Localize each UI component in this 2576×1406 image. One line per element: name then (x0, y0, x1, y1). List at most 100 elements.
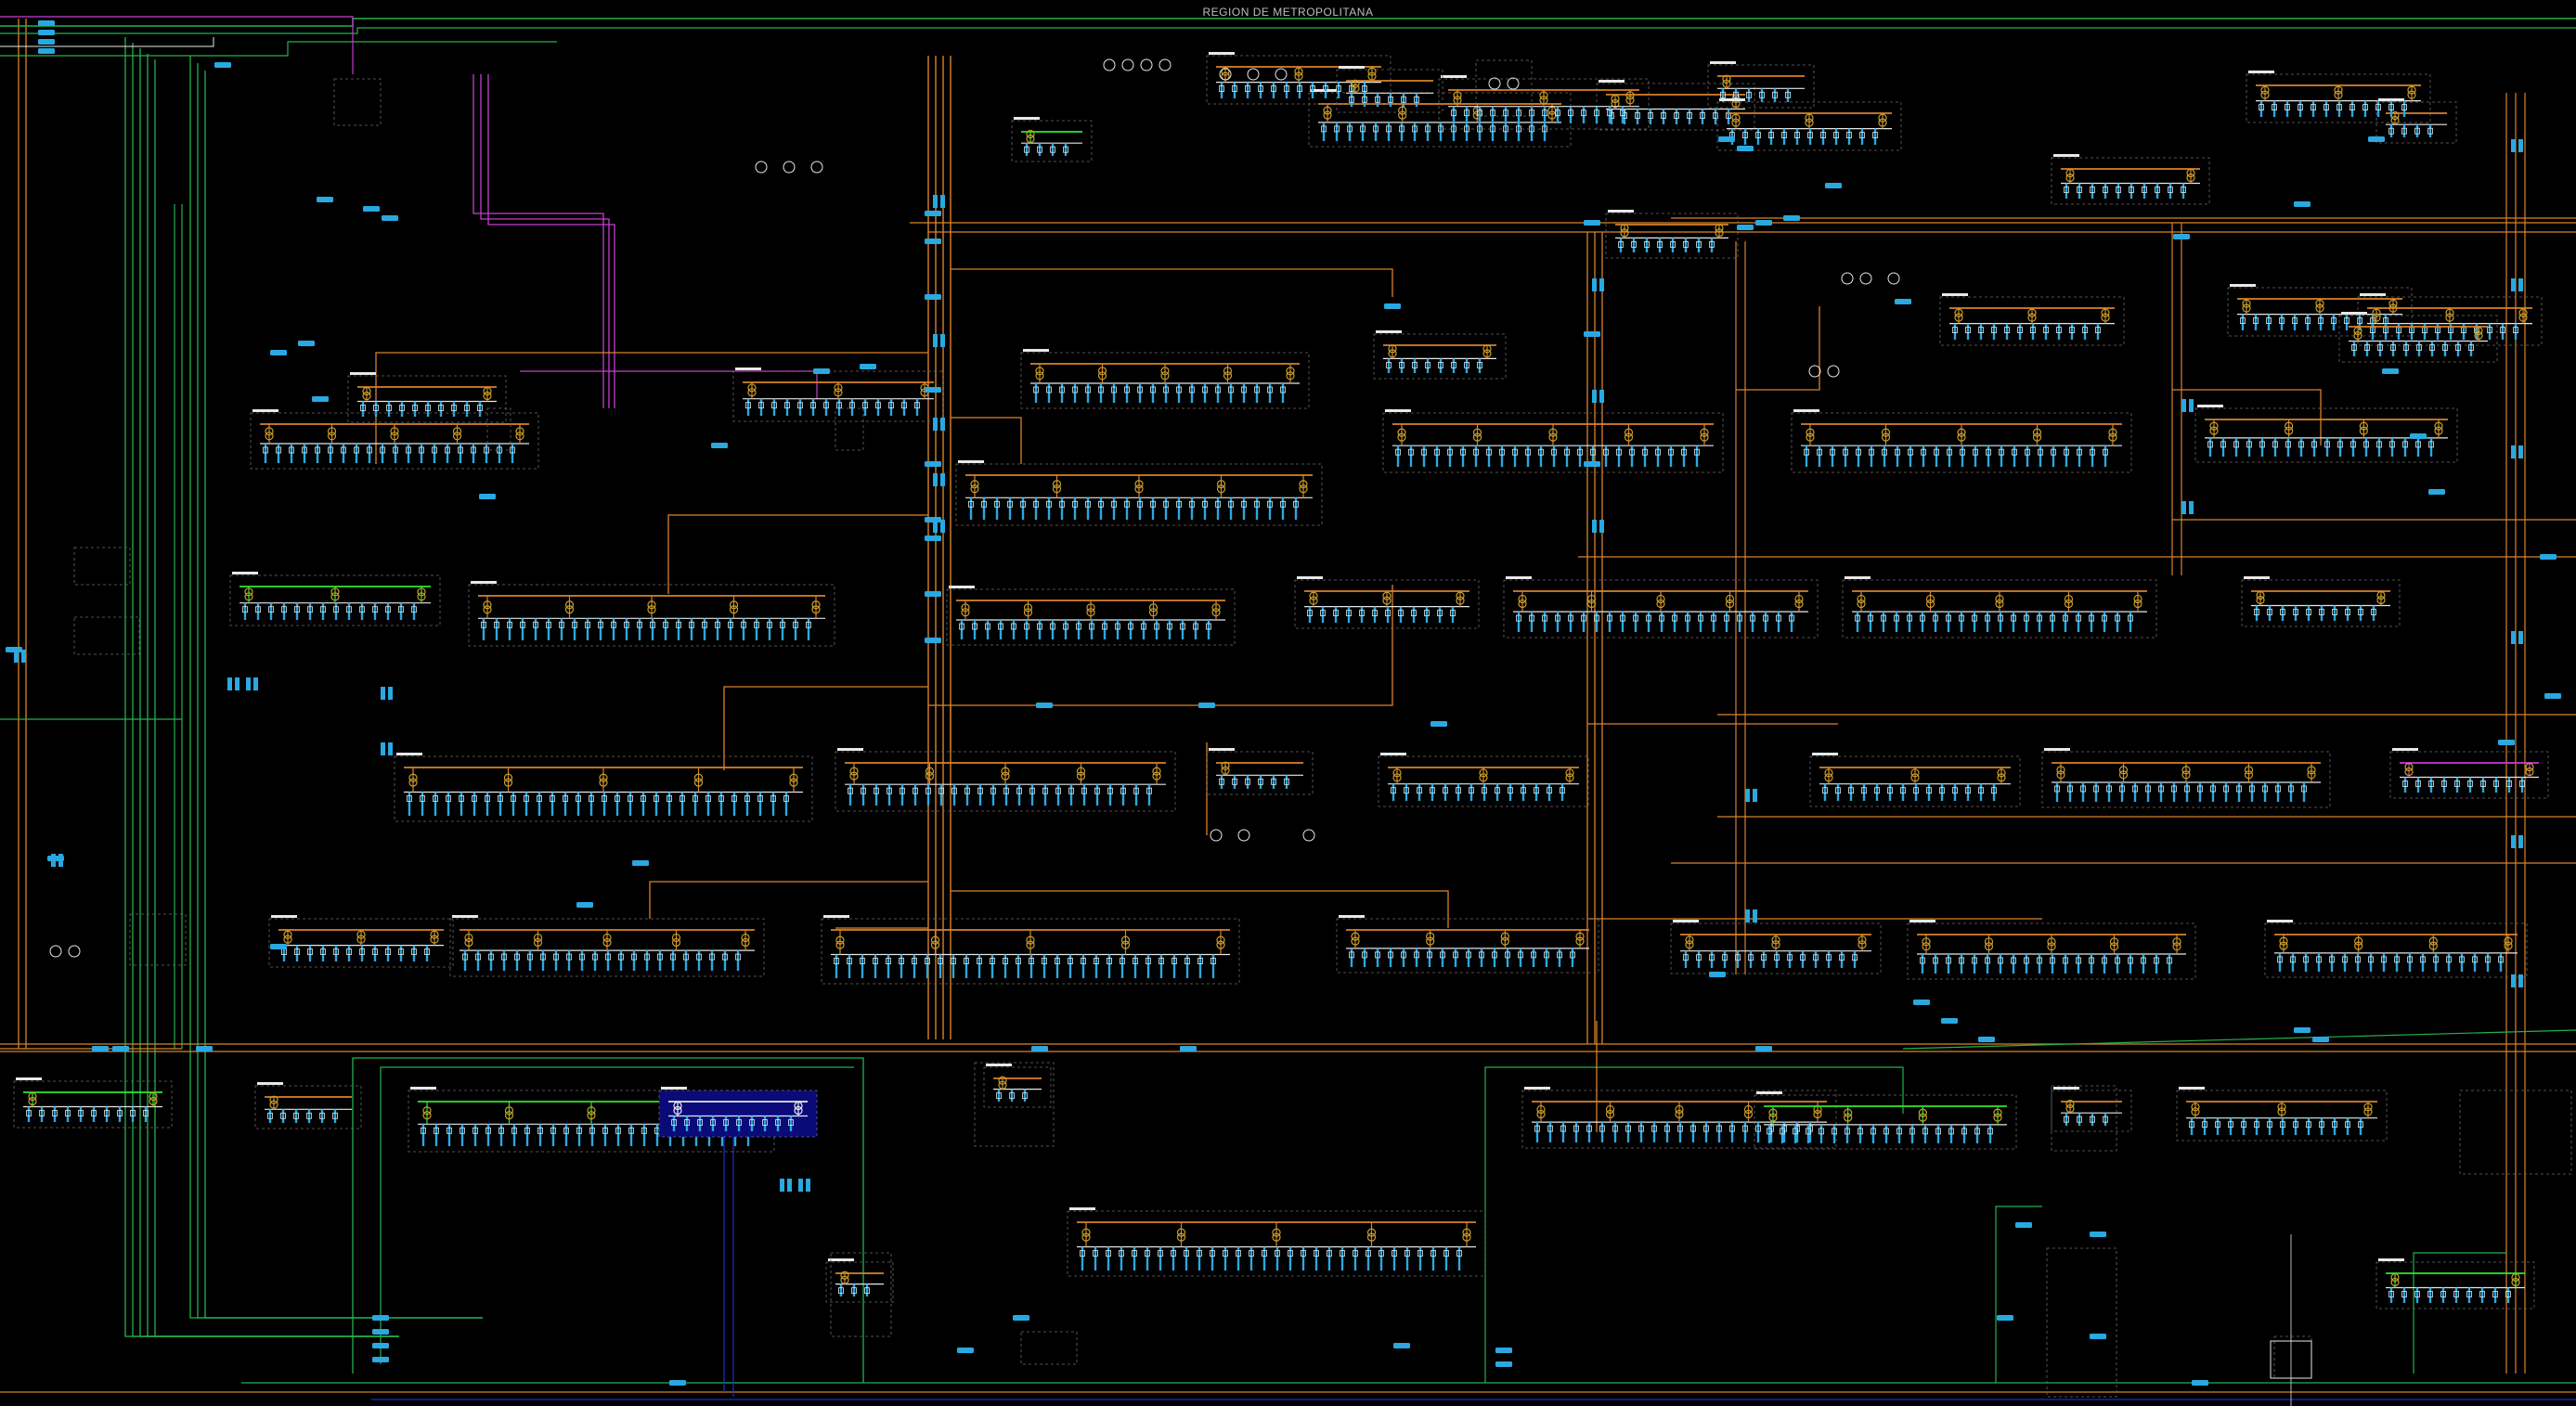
circuit-breaker-icon (2498, 956, 2504, 963)
transformer-icon (2242, 299, 2251, 308)
riser-breaker (235, 677, 239, 690)
transformer-icon (1351, 84, 1360, 93)
circuit-breaker-icon (754, 621, 759, 628)
circuit-breaker-icon (2428, 441, 2434, 448)
circuit-breaker-icon (1388, 96, 1393, 103)
transformer-icon (1323, 110, 1332, 120)
substation-label-bar (1506, 576, 1532, 579)
transformer-icon (925, 767, 935, 776)
circuit-breaker-icon (1694, 448, 1700, 456)
transformer-icon (1675, 1109, 1684, 1119)
circuit-breaker-icon (1334, 125, 1340, 133)
circuit-breaker-icon (848, 787, 853, 794)
circuit-breaker-icon (411, 948, 417, 955)
substation-label-bar (828, 1258, 854, 1261)
circuit-breaker-icon (1965, 787, 1971, 794)
circuit-breaker-icon (412, 405, 418, 411)
circuit-breaker-icon (472, 1127, 478, 1134)
circuit-breaker-icon (589, 1127, 595, 1134)
substation-label-bar (257, 1082, 283, 1085)
substation-label-bar (2392, 748, 2418, 751)
transformer-icon (1500, 932, 1509, 941)
circuit-breaker-icon (1106, 1250, 1111, 1257)
line-breaker-tag (2544, 693, 2561, 699)
circuit-breaker-icon (618, 953, 624, 961)
circuit-breaker-icon (624, 621, 629, 628)
circuit-breaker-icon (749, 1119, 755, 1126)
circuit-breaker-icon (1427, 951, 1432, 959)
transformer-icon (244, 592, 253, 601)
substation-label-bar (1673, 920, 1699, 922)
circuit-breaker-icon (1512, 448, 1518, 456)
circuit-breaker-icon (1430, 787, 1435, 794)
transformer-icon (961, 608, 970, 617)
transformer-icon (452, 427, 462, 436)
circuit-breaker-icon (372, 948, 378, 955)
circuit-breaker-icon (1055, 787, 1061, 794)
circuit-breaker-icon (2090, 187, 2095, 193)
circuit-breaker-icon (1310, 85, 1315, 92)
transformer-icon (430, 935, 439, 944)
circuit-breaker-icon (2240, 317, 2246, 325)
circuit-breaker-icon (1063, 146, 1068, 153)
circuit-breaker-icon (602, 795, 607, 802)
circuit-breaker-icon (1560, 787, 1565, 794)
circuit-breaker-icon (1861, 787, 1867, 794)
line-breaker-tag (2312, 1037, 2329, 1042)
transformer-icon (587, 1111, 596, 1120)
trunk-line-green (124, 37, 399, 1337)
transformer-icon (1426, 932, 1435, 941)
circuit-breaker-icon (1696, 954, 1702, 961)
transformer-icon (149, 1096, 158, 1106)
circuit-breaker-icon (572, 621, 577, 628)
circuit-breaker-icon (421, 1127, 426, 1134)
circuit-breaker-icon (875, 402, 881, 409)
transformer-icon (417, 592, 426, 601)
substation-label-bar (2248, 71, 2274, 73)
circuit-breaker-icon (1852, 954, 1858, 961)
circuit-breaker-icon (1438, 361, 1443, 368)
substation-frame (1754, 1094, 2017, 1150)
circuit-breaker-icon (2259, 441, 2265, 448)
circuit-breaker-icon (2493, 780, 2499, 787)
circuit-breaker-icon (1620, 614, 1625, 622)
substation-frame (1373, 333, 1507, 380)
generator-icon (1488, 77, 1501, 90)
line-breaker-tag (2015, 1222, 2032, 1228)
circuit-breaker-icon (1794, 132, 1800, 139)
circuit-breaker-icon (1759, 91, 1765, 98)
circuit-breaker-icon (972, 623, 977, 630)
circuit-breaker-icon (1848, 787, 1854, 794)
line-breaker-tag (1013, 1315, 1029, 1321)
circuit-breaker-icon (1542, 110, 1547, 117)
circuit-breaker-icon (255, 606, 261, 613)
transformer-icon (1858, 940, 1867, 949)
line-breaker-tag (925, 638, 941, 643)
transformer-icon (564, 600, 575, 610)
transformer-icon (2109, 942, 2119, 951)
circuit-breaker-icon (1124, 386, 1130, 393)
circuit-breaker-icon (2254, 1121, 2259, 1129)
circuit-breaker-icon (2054, 785, 2060, 793)
circuit-breaker-icon (2233, 441, 2239, 448)
circuit-breaker-icon (2355, 956, 2361, 963)
circuit-breaker-icon (1933, 957, 1938, 964)
transformer-icon (1857, 599, 1866, 609)
circuit-breaker-icon (689, 621, 694, 628)
circuit-breaker-icon (1327, 1250, 1332, 1257)
circuit-breaker-icon (2329, 956, 2335, 963)
circuit-breaker-icon (697, 1119, 703, 1126)
transformer-icon (2518, 308, 2528, 317)
circuit-breaker-icon (1081, 787, 1087, 794)
transformer-icon (1731, 118, 1741, 127)
line-breaker-tag (1393, 1343, 1410, 1348)
circuit-breaker-icon (1401, 96, 1406, 103)
substation-frame (1336, 69, 1443, 113)
circuit-breaker-icon (1869, 448, 1874, 456)
circuit-breaker-icon (2402, 780, 2408, 787)
transformer-icon (587, 1106, 596, 1116)
circuit-breaker-icon (2442, 344, 2448, 351)
circuit-breaker-icon (1696, 240, 1702, 248)
circuit-breaker-icon (1451, 110, 1456, 117)
circuit-breaker-icon (2351, 344, 2357, 351)
